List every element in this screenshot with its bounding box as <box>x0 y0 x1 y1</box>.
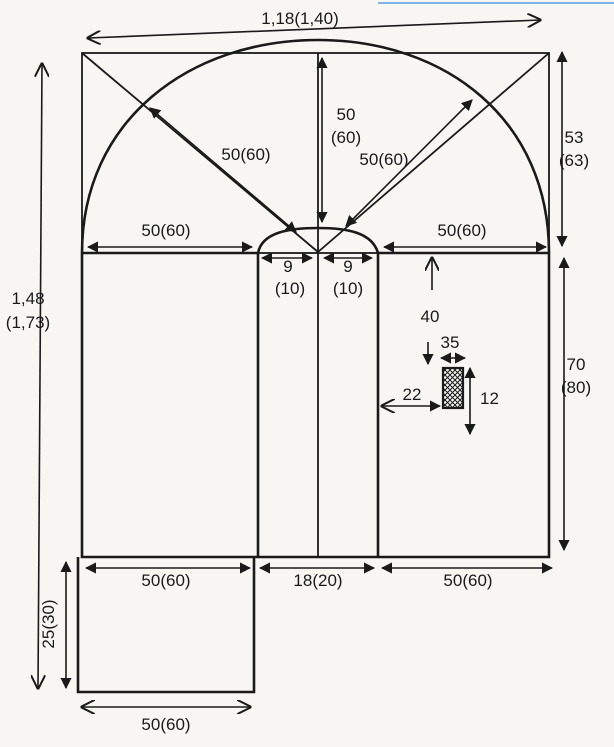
flap-outline <box>76 557 256 694</box>
small-arch <box>256 226 380 254</box>
arch-radius-center-label-a: 50 <box>337 105 356 124</box>
small-arc-left-label-a: 9 <box>283 257 292 276</box>
flap-height-label: 25(30) <box>39 599 58 648</box>
total-height-label-b: (1,73) <box>6 313 50 332</box>
flap-width-label: 50(60) <box>141 715 190 734</box>
total-height-label-a: 1,48 <box>11 289 44 308</box>
total-height-arrow <box>38 64 42 688</box>
total-width-arrow <box>88 20 540 38</box>
total-width-label: 1,18(1,40) <box>261 9 339 28</box>
side-height-label-a: 70 <box>567 355 586 374</box>
pocket-top-label: 40 <box>421 307 440 326</box>
arch-radius-center-label-b: (60) <box>331 128 361 147</box>
top-right-width-label: 50(60) <box>437 221 486 240</box>
arch-bounding-box <box>81 52 550 254</box>
top-left-width-label: 50(60) <box>141 221 190 240</box>
main-body-outline <box>80 253 551 559</box>
radius-left-arrow <box>149 107 297 233</box>
pocket-side-label: 22 <box>403 385 422 404</box>
right-diagonal <box>317 52 550 253</box>
left-diagonal <box>81 52 319 253</box>
pocket-width-label: 35 <box>441 333 460 352</box>
small-arc-right-label-b: (10) <box>333 279 363 298</box>
bottom-right-label: 50(60) <box>443 571 492 590</box>
small-arc-right-label-a: 9 <box>343 257 352 276</box>
bottom-left-label: 50(60) <box>141 571 190 590</box>
small-arc-left-label-b: (10) <box>275 279 305 298</box>
side-height-label-b: (80) <box>561 378 591 397</box>
radius-right-arrow <box>345 99 473 227</box>
arch-height-label-a: 53 <box>565 128 584 147</box>
arch-height-label-b: (63) <box>559 151 589 170</box>
bottom-center-label: 18(20) <box>293 571 342 590</box>
arch-radius-left-label: 50(60) <box>221 145 270 164</box>
arch-radius-right-label: 50(60) <box>359 150 408 169</box>
pocket <box>441 366 465 410</box>
pocket-height-label: 12 <box>480 389 499 408</box>
